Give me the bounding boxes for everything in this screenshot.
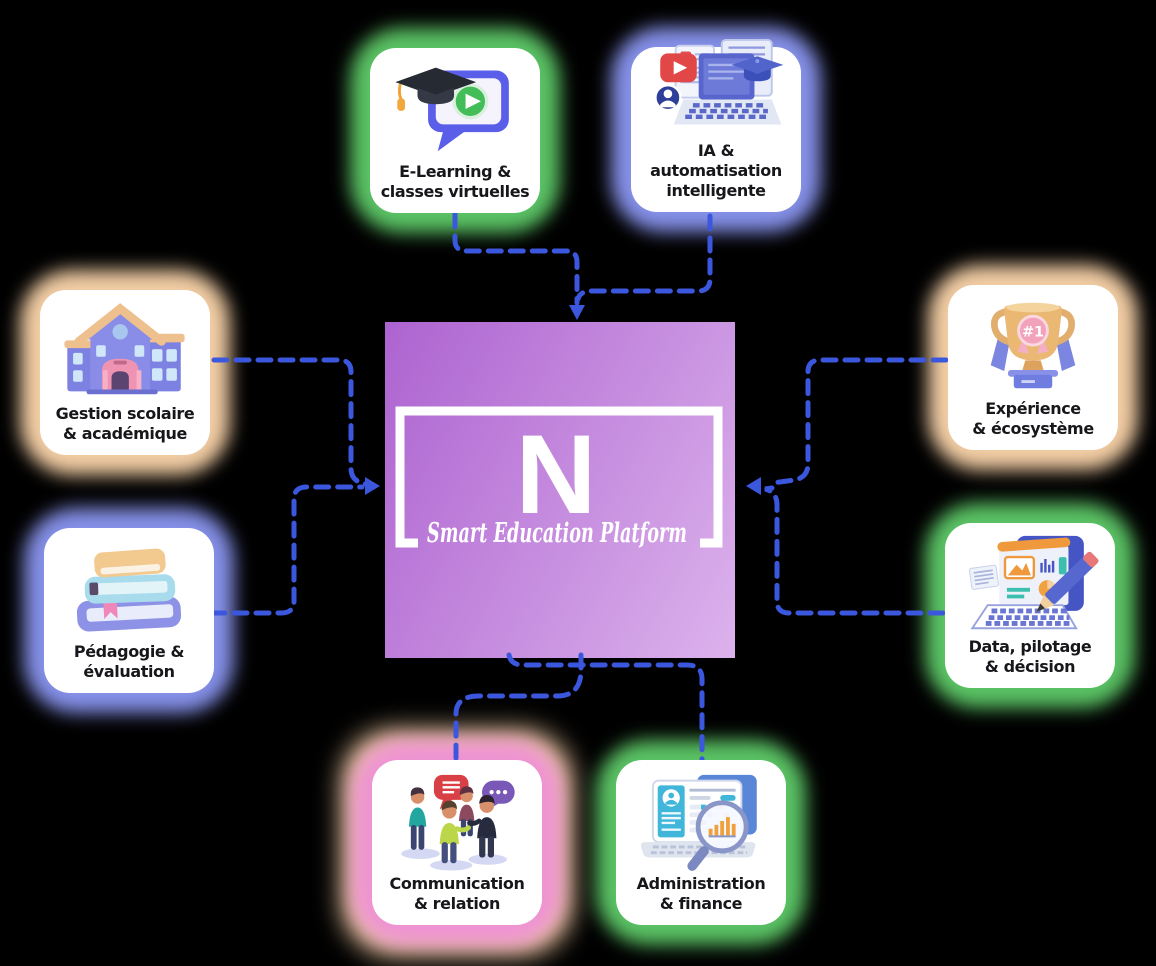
arrowhead-right-icon — [746, 477, 761, 495]
node-card-ia[interactable]: IA & automatisation intelligente — [631, 38, 801, 212]
node-communication: Communication & relation — [342, 730, 572, 955]
node-card-elearning[interactable]: E-Learning & classes virtuelles — [370, 48, 540, 213]
node-data: Data, pilotage & décision — [925, 503, 1135, 708]
node-ia: IA & automatisation intelligente — [611, 27, 821, 232]
node-pedagogie: Pédagogie & évaluation — [24, 508, 234, 713]
people-discussion-icon — [401, 774, 515, 871]
logo-subtitle: Smart Education Platform — [427, 518, 687, 549]
node-elearning: E-Learning & classes virtuelles — [350, 28, 560, 233]
node-card-experience[interactable]: #1 Expérience & écosystème — [948, 285, 1118, 450]
trophy-icon: #1 — [990, 302, 1076, 389]
connector-experience — [769, 357, 949, 486]
bookmark — [103, 599, 118, 620]
node-experience: #1 Expérience & écosystème — [928, 265, 1138, 470]
connector-gestion — [211, 357, 369, 487]
center-logo: N Smart Education Platform — [385, 322, 735, 658]
node-label: Pédagogie & évaluation — [73, 642, 185, 681]
pencil-icon — [1036, 551, 1099, 612]
node-card-administration[interactable]: Administration & finance — [616, 760, 786, 925]
connector-communication — [453, 652, 584, 765]
connector-pedagogie — [209, 484, 365, 616]
node-administration: Administration & finance — [596, 740, 806, 945]
node-label: Gestion scolaire & académique — [55, 404, 195, 443]
node-card-data[interactable]: Data, pilotage & décision — [945, 523, 1115, 688]
node-card-communication[interactable]: Communication & relation — [372, 760, 542, 925]
node-gestion: Gestion scolaire & académique — [20, 270, 230, 475]
node-label: Expérience & écosystème — [972, 399, 1094, 438]
medal-icon — [1017, 314, 1049, 347]
node-label: Administration & finance — [636, 874, 766, 913]
books-stack-icon — [76, 548, 182, 632]
logo-letter: N — [516, 412, 597, 537]
laptop-magnifier-icon — [640, 774, 757, 871]
node-label: Communication & relation — [389, 874, 525, 913]
logo-frame — [395, 406, 723, 548]
node-card-gestion[interactable]: Gestion scolaire & académique — [40, 290, 210, 455]
svg-text:#1: #1 — [1022, 324, 1044, 340]
graduation-cap-video-chat-icon — [395, 67, 509, 152]
node-card-pedagogie[interactable]: Pédagogie & évaluation — [44, 528, 214, 693]
node-label: IA & automatisation intelligente — [650, 141, 782, 200]
school-building-icon — [64, 303, 185, 395]
node-label: E-Learning & classes virtuelles — [380, 162, 530, 201]
connector-administration — [506, 652, 705, 767]
node-label: Data, pilotage & décision — [968, 637, 1092, 676]
connector-data — [764, 485, 946, 616]
arrowhead-left-icon — [365, 477, 380, 495]
connector-ia — [575, 213, 713, 302]
analytics-dashboard-icon — [968, 535, 1099, 630]
connector-elearning — [452, 211, 580, 306]
center-emblem: N Smart Education Platform — [395, 406, 723, 549]
arrowhead-top-icon — [569, 305, 585, 320]
ai-laptop-icon — [654, 38, 784, 125]
